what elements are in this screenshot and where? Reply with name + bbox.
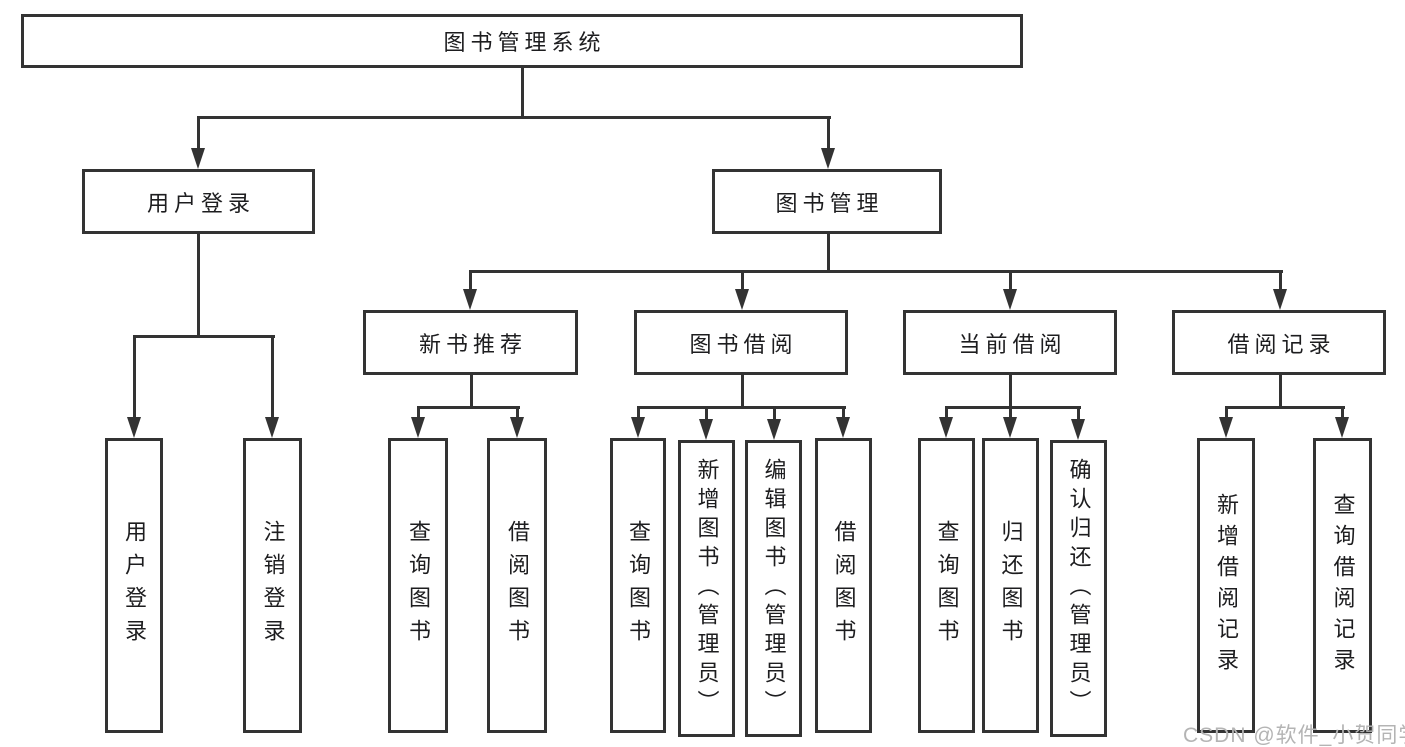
connector-vline xyxy=(1009,406,1012,420)
connector-vline xyxy=(1009,375,1012,409)
leaf-logout: 注销登录 xyxy=(243,438,302,733)
connector-vline xyxy=(827,116,830,150)
connector-vline xyxy=(773,406,776,422)
node-root: 图书管理系统 xyxy=(21,14,1023,68)
arrow-down-icon xyxy=(510,417,524,438)
leaf-add-book-admin: 新增图书（管理员） xyxy=(678,440,735,737)
connector-vline xyxy=(945,406,948,420)
leaf-query-borrow-record-label: 查询借阅记录 xyxy=(1330,492,1356,679)
arrow-down-icon xyxy=(127,417,141,438)
arrow-down-icon xyxy=(411,417,425,438)
node-current-borrow: 当前借阅 xyxy=(903,310,1117,375)
connector-vline xyxy=(197,116,200,150)
leaf-query-book-3: 查询图书 xyxy=(918,438,975,733)
connector-hline xyxy=(133,335,275,338)
connector-vline xyxy=(521,68,524,119)
connector-vline xyxy=(133,335,136,420)
node-book-borrow: 图书借阅 xyxy=(634,310,848,375)
arrow-down-icon xyxy=(1003,417,1017,438)
connector-vline xyxy=(637,406,640,420)
connector-vline xyxy=(197,234,200,338)
leaf-add-borrow-record: 新增借阅记录 xyxy=(1197,438,1255,733)
node-current-borrow-label: 当前借阅 xyxy=(958,331,1067,357)
arrow-down-icon xyxy=(1273,289,1287,310)
connector-vline xyxy=(470,375,473,409)
leaf-query-borrow-record: 查询借阅记录 xyxy=(1313,438,1372,733)
connector-vline xyxy=(417,406,420,420)
leaf-edit-book-admin: 编辑图书（管理员） xyxy=(745,440,802,737)
arrow-down-icon xyxy=(939,417,953,438)
connector-hline xyxy=(637,406,846,409)
connector-vline xyxy=(1225,406,1228,420)
arrow-down-icon xyxy=(1219,417,1233,438)
arrow-down-icon xyxy=(767,419,781,440)
connector-vline xyxy=(1077,406,1080,422)
leaf-borrow-book-2: 借阅图书 xyxy=(815,438,872,733)
arrow-down-icon xyxy=(735,289,749,310)
arrow-down-icon xyxy=(1335,417,1349,438)
connector-vline xyxy=(271,335,274,420)
node-book-management-label: 图书管理 xyxy=(775,190,884,216)
connector-vline xyxy=(1341,406,1344,420)
node-borrow-records-label: 借阅记录 xyxy=(1227,331,1336,357)
leaf-add-book-admin-label: 新增图书（管理员） xyxy=(694,458,720,719)
leaf-query-book-3-label: 查询图书 xyxy=(934,519,960,652)
watermark: CSDN @软件_小贺同学 xyxy=(1183,724,1405,747)
node-user-login-label: 用户登录 xyxy=(146,190,255,216)
connector-hline xyxy=(469,270,1283,273)
node-root-label: 图书管理系统 xyxy=(443,30,606,55)
connector-vline xyxy=(1009,270,1012,292)
leaf-borrow-book-1: 借阅图书 xyxy=(487,438,547,733)
connector-vline xyxy=(1279,375,1282,409)
arrow-down-icon xyxy=(265,417,279,438)
leaf-user-login-label: 用户登录 xyxy=(122,519,147,652)
connector-vline xyxy=(1279,270,1282,292)
connector-hline xyxy=(1225,406,1345,409)
node-book-management: 图书管理 xyxy=(712,169,942,234)
connector-hline xyxy=(945,406,1081,409)
leaf-add-borrow-record-label: 新增借阅记录 xyxy=(1214,492,1239,679)
leaf-return-book-label: 归还图书 xyxy=(998,519,1024,652)
leaf-edit-book-admin-label: 编辑图书（管理员） xyxy=(761,458,787,719)
arrow-down-icon xyxy=(699,419,713,440)
leaf-user-login: 用户登录 xyxy=(105,438,163,733)
node-new-book-recommend: 新书推荐 xyxy=(363,310,578,375)
leaf-query-book-1-label: 查询图书 xyxy=(406,519,431,652)
leaf-confirm-return-admin-label: 确认归还（管理员） xyxy=(1066,458,1092,719)
leaf-return-book: 归还图书 xyxy=(982,438,1039,733)
node-book-borrow-label: 图书借阅 xyxy=(689,331,798,357)
leaf-confirm-return-admin: 确认归还（管理员） xyxy=(1050,440,1107,737)
connector-vline xyxy=(741,270,744,292)
arrow-down-icon xyxy=(1071,419,1085,440)
leaf-logout-label: 注销登录 xyxy=(260,519,286,652)
leaf-query-book-1: 查询图书 xyxy=(388,438,448,733)
connector-hline xyxy=(197,116,831,119)
connector-vline xyxy=(827,234,830,273)
connector-vline xyxy=(741,375,744,409)
arrow-down-icon xyxy=(836,417,850,438)
node-borrow-records: 借阅记录 xyxy=(1172,310,1386,375)
leaf-borrow-book-2-label: 借阅图书 xyxy=(831,519,857,652)
arrow-down-icon xyxy=(463,289,477,310)
connector-vline xyxy=(469,270,472,292)
connector-vline xyxy=(705,406,708,422)
arrow-down-icon xyxy=(631,417,645,438)
connector-vline xyxy=(516,406,519,420)
node-user-login: 用户登录 xyxy=(82,169,315,234)
node-new-book-recommend-label: 新书推荐 xyxy=(418,331,527,357)
arrow-down-icon xyxy=(1003,289,1017,310)
leaf-borrow-book-1-label: 借阅图书 xyxy=(505,519,530,652)
connector-vline xyxy=(842,406,845,420)
leaf-query-book-2: 查询图书 xyxy=(610,438,666,733)
arrow-down-icon xyxy=(191,148,205,169)
arrow-down-icon xyxy=(821,148,835,169)
leaf-query-book-2-label: 查询图书 xyxy=(626,519,651,652)
connector-hline xyxy=(417,406,520,409)
